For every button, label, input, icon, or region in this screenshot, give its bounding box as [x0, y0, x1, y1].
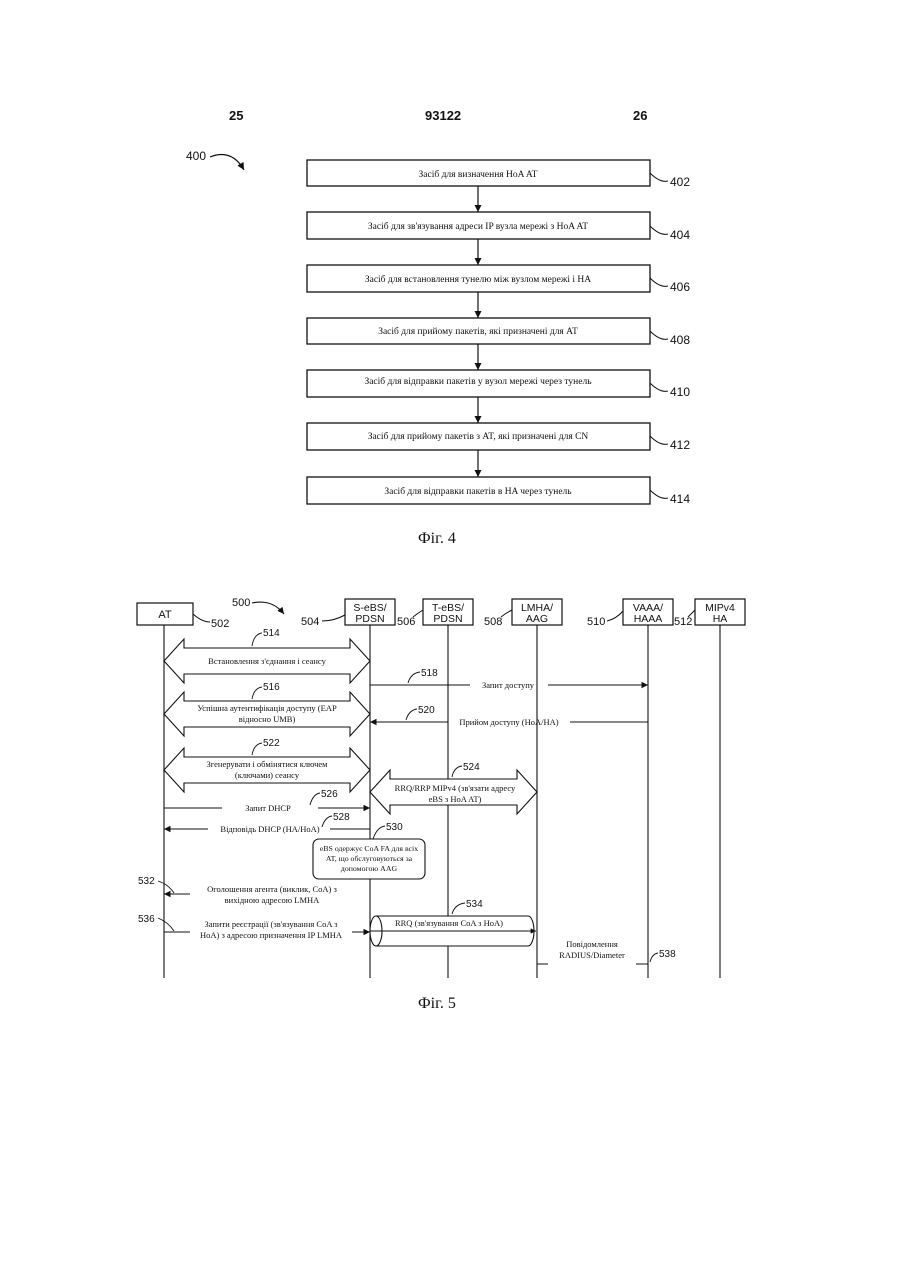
svg-text:532: 532 — [138, 876, 155, 887]
svg-text:516: 516 — [263, 682, 280, 693]
svg-text:AT, що обслуговуються за: AT, що обслуговуються за — [326, 854, 413, 863]
svg-text:506: 506 — [397, 616, 415, 628]
svg-text:Прийом доступу (HoA/HA): Прийом доступу (HoA/HA) — [459, 717, 558, 727]
figure-5-sequence-diagram: 500 AT 502 S-eBS/ PDSN 504 T-eBS/ — [0, 590, 901, 1010]
fig5-msg-528: Відповідь DHCP (HA/HoA) 528 — [164, 812, 370, 834]
fig4-step-410: Засіб для відправки пакетів у вузол мере… — [307, 370, 690, 399]
fig4-step-ref: 412 — [670, 438, 690, 452]
svg-text:RRQ (зв'язування CoA з HoA): RRQ (зв'язування CoA з HoA) — [395, 918, 503, 928]
fig5-msg-538: Повідомлення RADIUS/Diameter 538 — [537, 939, 676, 964]
svg-text:Згенерувати і обмінятися ключе: Згенерувати і обмінятися ключем — [206, 759, 328, 769]
svg-text:534: 534 — [466, 899, 483, 910]
figure-4-caption: Фіг. 4 — [418, 530, 456, 548]
svg-text:538: 538 — [659, 949, 676, 960]
fig4-ref-label: 400 — [186, 149, 206, 163]
fig5-msg-520: Прийом доступу (HoA/HA) 520 — [370, 705, 648, 727]
svg-text:528: 528 — [333, 812, 350, 823]
svg-text:PDSN: PDSN — [433, 613, 462, 625]
svg-text:AAG: AAG — [526, 613, 548, 625]
fig4-step-406: Засіб для встановлення тунелю між вузлом… — [307, 265, 690, 294]
svg-text:Запит DHCP: Запит DHCP — [245, 803, 291, 813]
svg-text:Запити реєстрації (зв'язування: Запити реєстрації (зв'язування CoA з — [204, 919, 338, 929]
fig4-step-label: Засіб для зв'язування адреси IP вузла ме… — [368, 221, 588, 232]
fig5-msg-532: Оголошення агента (виклик, CoA) з вихідн… — [138, 876, 338, 905]
svg-text:(ключами) сеансу: (ключами) сеансу — [235, 770, 300, 780]
fig5-entity-mipv4-ha: MIPv4 HA 512 — [674, 599, 745, 628]
fig4-step-ref: 408 — [670, 333, 690, 347]
fig5-entity-lmha: LMHA/ AAG 508 — [484, 599, 562, 628]
svg-text:Запит доступу: Запит доступу — [482, 680, 535, 690]
fig5-ref-label: 500 — [232, 597, 250, 609]
svg-text:508: 508 — [484, 616, 502, 628]
fig5-msg-516: Успішна аутентифікація доступу (EAP відн… — [164, 682, 370, 736]
fig4-step-label: Засіб для прийому пакетів з AT, які приз… — [368, 431, 589, 442]
svg-text:eBS з HoA AT): eBS з HoA AT) — [429, 794, 482, 804]
fig4-step-label: Засіб для визначення HoA AT — [419, 169, 538, 180]
fig5-entity-t-ebs: T-eBS/ PDSN 506 — [397, 599, 473, 628]
svg-text:518: 518 — [421, 668, 438, 679]
svg-text:Повідомлення: Повідомлення — [566, 939, 618, 949]
svg-text:536: 536 — [138, 914, 155, 925]
fig5-msg-522: Згенерувати і обмінятися ключем (ключами… — [164, 738, 370, 792]
svg-text:вихідною адресою LMHA: вихідною адресою LMHA — [225, 895, 320, 905]
fig5-entity-s-ebs: S-eBS/ PDSN 504 — [301, 599, 395, 628]
svg-text:504: 504 — [301, 616, 319, 628]
fig4-step-404: Засіб для зв'язування адреси IP вузла ме… — [307, 212, 690, 242]
svg-text:HoA) з адресою призначення IP: HoA) з адресою призначення IP LMHA — [200, 930, 343, 940]
fig5-tunnel-534: RRQ (зв'язування CoA з HoA) 534 — [370, 899, 536, 946]
svg-text:524: 524 — [463, 762, 480, 773]
fig5-note-530: eBS одержує CoA FA для всіх AT, що обслу… — [313, 822, 425, 879]
figure-4-flowchart: 400 Засіб для визначення HoA AT 402 Засі… — [0, 0, 901, 560]
svg-text:Успішна аутентифікація доступу: Успішна аутентифікація доступу (EAP — [197, 703, 337, 713]
svg-text:502: 502 — [211, 618, 229, 630]
svg-text:530: 530 — [386, 822, 403, 833]
fig4-step-402: Засіб для визначення HoA AT 402 — [307, 160, 690, 189]
svg-text:514: 514 — [263, 628, 280, 639]
fig5-entity-at: AT 502 — [137, 603, 229, 630]
svg-text:AT: AT — [158, 609, 172, 621]
svg-text:HA: HA — [713, 613, 728, 625]
svg-text:HAAA: HAAA — [634, 613, 663, 625]
svg-text:Відповідь DHCP (HA/HoA): Відповідь DHCP (HA/HoA) — [220, 824, 319, 834]
svg-text:допомогою AAG: допомогою AAG — [341, 864, 398, 873]
fig5-msg-518: Запит доступу 518 — [370, 668, 648, 690]
fig5-entity-vaaa: VAAA/ HAAA 510 — [587, 599, 673, 628]
svg-text:Оголошення агента (виклик, CoA: Оголошення агента (виклик, CoA) з — [207, 884, 337, 894]
fig4-step-ref: 402 — [670, 175, 690, 189]
fig5-ref-arrow — [252, 602, 284, 614]
fig4-step-408: Засіб для прийому пакетів, які призначен… — [307, 318, 690, 347]
fig5-msg-536: Запити реєстрації (зв'язування CoA з HoA… — [138, 914, 370, 940]
fig4-step-label: Засіб для відправки пакетів у вузол мере… — [364, 376, 592, 387]
fig5-msg-526: Запит DHCP 526 — [164, 789, 370, 813]
svg-text:відносно UMB): відносно UMB) — [239, 714, 296, 724]
svg-text:512: 512 — [674, 616, 692, 628]
svg-text:520: 520 — [418, 705, 435, 716]
fig4-step-label: Засіб для встановлення тунелю між вузлом… — [365, 274, 591, 285]
fig4-step-label: Засіб для прийому пакетів, які призначен… — [378, 326, 578, 337]
svg-text:Встановлення з'єднання і сеанс: Встановлення з'єднання і сеансу — [208, 656, 326, 666]
svg-text:522: 522 — [263, 738, 280, 749]
fig4-step-ref: 404 — [670, 228, 690, 242]
svg-text:526: 526 — [321, 789, 338, 800]
fig4-step-ref: 414 — [670, 492, 690, 506]
fig4-step-ref: 406 — [670, 280, 690, 294]
fig4-step-ref: 410 — [670, 385, 690, 399]
fig5-msg-524: RRQ/RRP MIPv4 (зв'язати адресу eBS з HoA… — [370, 762, 537, 814]
fig4-ref-arrow — [210, 155, 244, 170]
svg-text:eBS одержує CoA FA для всіх: eBS одержує CoA FA для всіх — [320, 844, 418, 853]
fig4-step-412: Засіб для прийому пакетів з AT, які приз… — [307, 423, 690, 452]
svg-text:RRQ/RRP MIPv4 (зв'язати адресу: RRQ/RRP MIPv4 (зв'язати адресу — [395, 783, 516, 793]
svg-text:RADIUS/Diameter: RADIUS/Diameter — [559, 950, 625, 960]
fig5-msg-514: Встановлення з'єднання і сеансу 514 — [164, 628, 370, 683]
svg-text:510: 510 — [587, 616, 605, 628]
fig4-step-414: Засіб для відправки пакетів в HA через т… — [307, 477, 690, 506]
svg-text:PDSN: PDSN — [355, 613, 384, 625]
fig4-step-label: Засіб для відправки пакетів в HA через т… — [384, 486, 572, 497]
figure-5-caption: Фіг. 5 — [418, 995, 456, 1013]
